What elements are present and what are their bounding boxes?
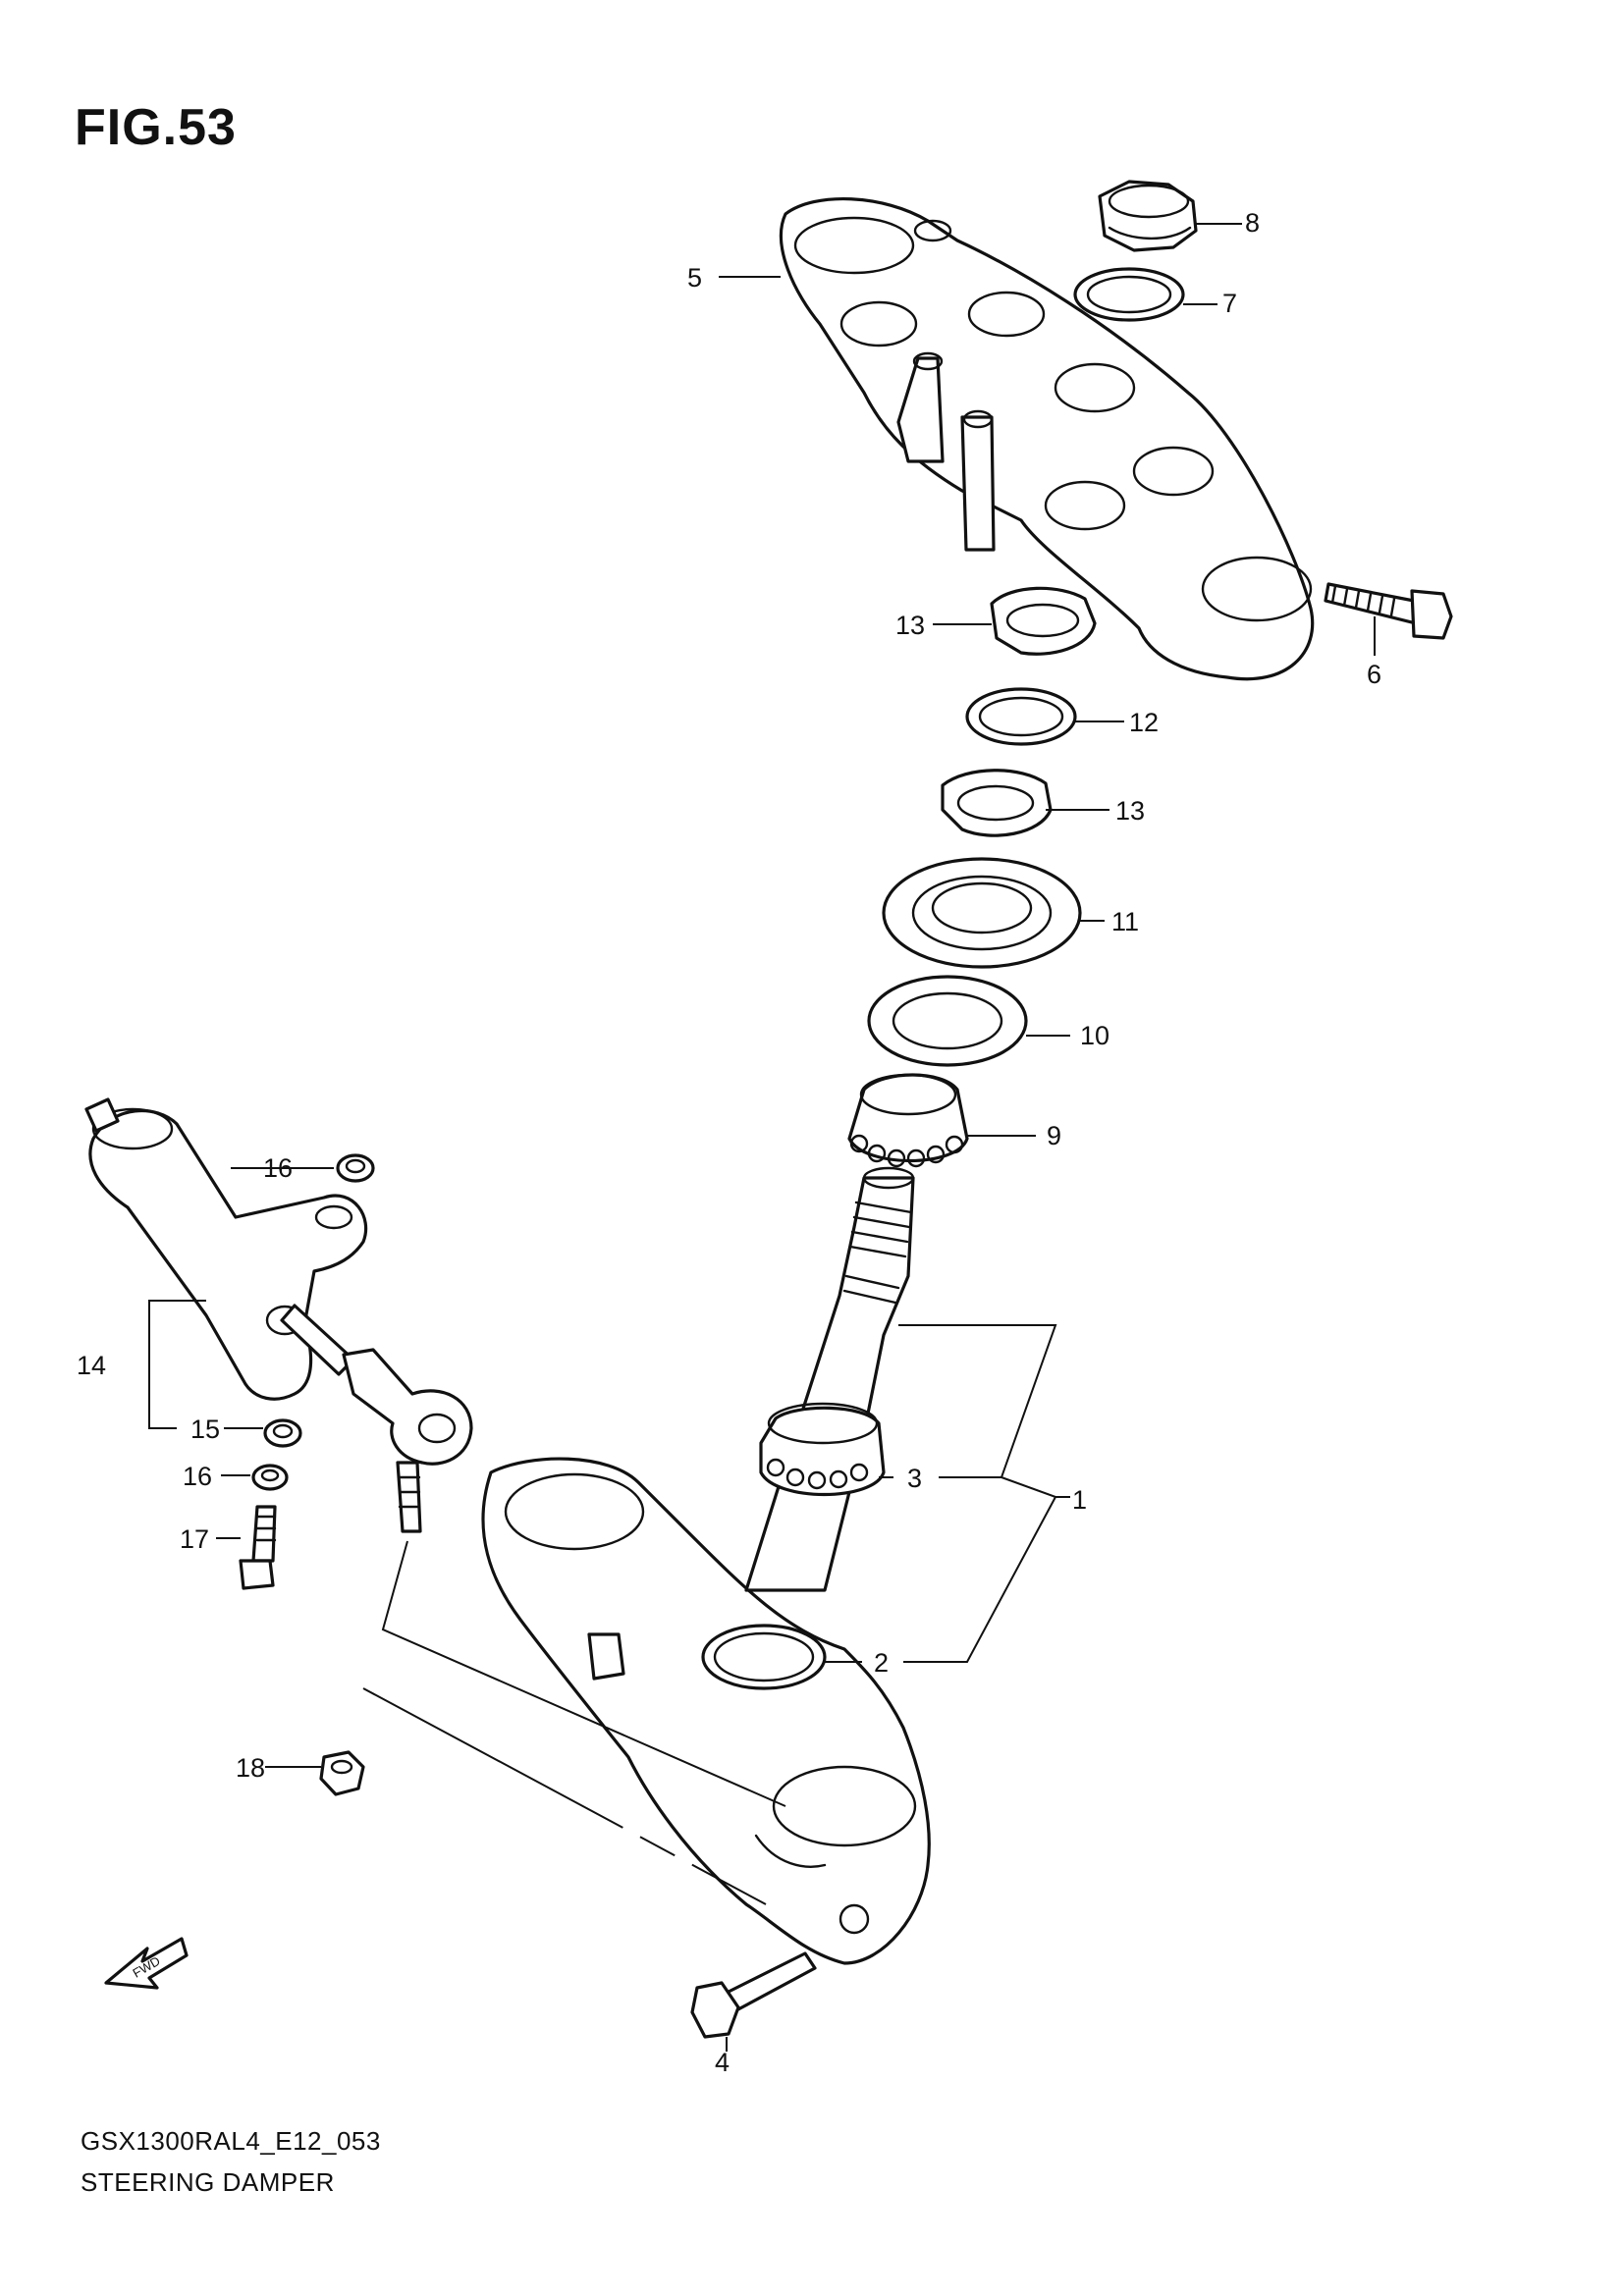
figure-title: FIG.53 [75,99,237,156]
callout-12: 12 [1129,708,1159,737]
collar-part-15[interactable] [263,1418,302,1448]
callout-17: 17 [180,1524,209,1554]
callout-4: 4 [715,2048,730,2077]
callout-3: 3 [907,1464,922,1493]
washer-part-16-lower[interactable] [251,1464,289,1491]
washer-part-7[interactable] [1073,267,1185,322]
callout-16-lower: 16 [183,1462,212,1491]
callout-8: 8 [1245,208,1260,238]
callout-11: 11 [1111,907,1139,936]
bearing-part-9[interactable] [847,1073,969,1168]
figure-name: STEERING DAMPER [81,2167,335,2197]
bolt-part-4[interactable] [690,1951,817,2039]
washer-part-12[interactable] [965,687,1077,746]
steering-stem-lower-bracket-part-1[interactable] [481,1166,931,1965]
bearing-part-3[interactable] [759,1402,886,1496]
callout-leader-lines [148,223,1376,2052]
bearing-race-part-10[interactable] [867,975,1028,1067]
steering-damper-part-14[interactable] [84,1097,473,1533]
callout-18: 18 [236,1753,265,1783]
lock-washer-part-13-lower[interactable] [941,769,1053,837]
seal-part-2[interactable] [701,1624,827,1690]
dust-seal-part-11[interactable] [882,857,1082,969]
callout-15: 15 [190,1415,220,1444]
upper-bracket-part-5[interactable] [780,196,1315,681]
bolt-part-17[interactable] [239,1505,277,1590]
lock-washer-part-13-upper[interactable] [990,586,1097,656]
washer-part-16-upper[interactable] [336,1153,375,1183]
callout-1: 1 [1072,1485,1087,1515]
forward-direction-marker: FWD [104,1937,189,1990]
callout-9: 9 [1047,1121,1061,1150]
callout-6: 6 [1367,660,1381,689]
callout-14: 14 [77,1351,106,1380]
nut-part-18[interactable] [319,1750,365,1796]
assembly-guide-lines [362,1540,786,1905]
model-code: GSX1300RAL4_E12_053 [81,2126,381,2156]
bolt-part-6[interactable] [1324,582,1453,640]
callout-10: 10 [1080,1021,1109,1050]
callout-5: 5 [687,263,702,293]
callout-13-lower: 13 [1115,796,1145,826]
callout-2: 2 [874,1648,889,1678]
callout-13-upper: 13 [895,611,925,640]
callout-7: 7 [1222,289,1237,318]
steering-stem-nut-part-8[interactable] [1098,180,1198,252]
callout-16-upper: 16 [263,1153,293,1183]
